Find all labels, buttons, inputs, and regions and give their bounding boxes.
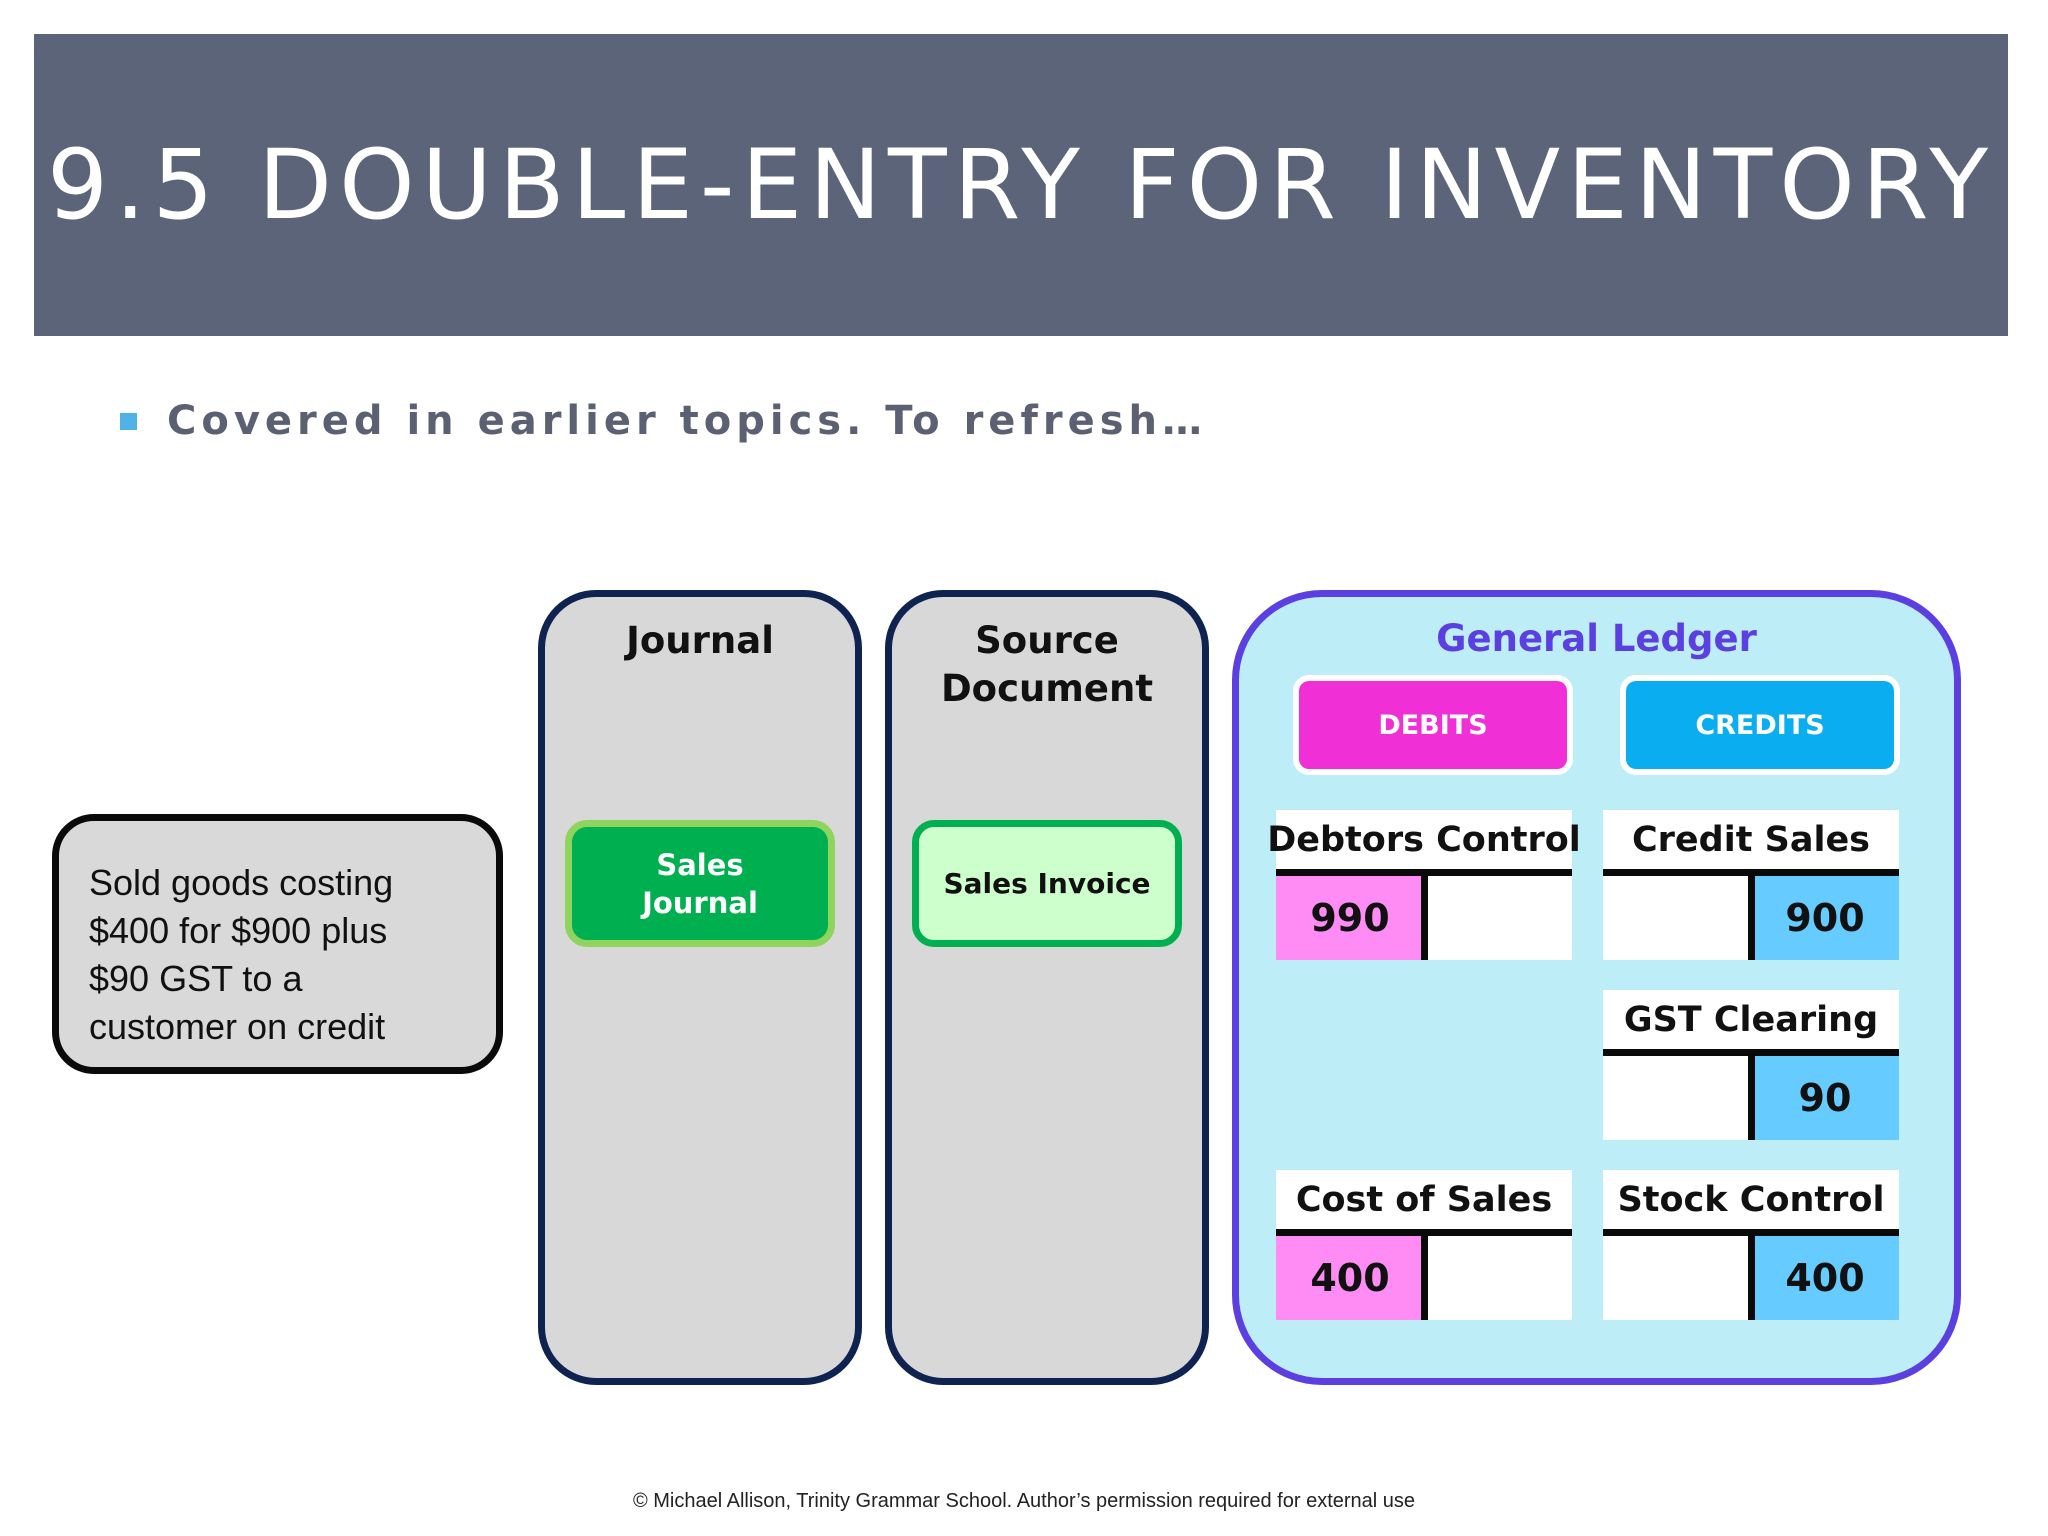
source-document-column: Source Document Sales Invoice (885, 590, 1209, 1385)
general-ledger-title: General Ledger (1436, 617, 1757, 660)
sales-invoice-box: Sales Invoice (912, 820, 1182, 947)
t-account-name: Credit Sales (1603, 810, 1899, 876)
bullet-square-icon (120, 412, 137, 430)
debits-label: DEBITS (1299, 681, 1567, 769)
t-account-divider (1748, 876, 1755, 960)
journal-column-title: Journal (626, 619, 774, 662)
sales-journal-box: Sales Journal (565, 820, 835, 947)
t-account-debit (1603, 1056, 1751, 1140)
t-account-stock-control: Stock Control 400 (1603, 1170, 1899, 1320)
sales-invoice-label: Sales Invoice (943, 867, 1151, 900)
t-account-credit: 400 (1751, 1236, 1899, 1320)
t-account-credit (1424, 876, 1572, 960)
journal-column: Journal Sales Journal (538, 590, 862, 1385)
sales-journal-label: Sales Journal (642, 847, 758, 920)
t-account-credit: 900 (1751, 876, 1899, 960)
scenario-text: Sold goods costing $400 for $900 plus $9… (89, 862, 394, 1047)
copyright-footer: © Michael Allison, Trinity Grammar Schoo… (632, 1490, 1416, 1512)
slide-title: 9.5 DOUBLE-ENTRY FOR INVENTORY (46, 129, 1996, 241)
source-document-title-text: Source Document (940, 619, 1154, 710)
t-account-debit (1603, 876, 1751, 960)
t-account-cost-of-sales: Cost of Sales 400 (1276, 1170, 1572, 1320)
t-account-credit: 90 (1751, 1056, 1899, 1140)
scenario-box: Sold goods costing $400 for $900 plus $9… (52, 814, 503, 1074)
source-document-title: Source Document (892, 617, 1202, 713)
t-account-divider (1748, 1056, 1755, 1140)
t-account-debtors-control: Debtors Control 990 (1267, 810, 1581, 960)
credits-label-box: CREDITS (1620, 675, 1900, 775)
t-account-credit (1424, 1236, 1572, 1320)
t-account-debit (1603, 1236, 1751, 1320)
t-account-name: Stock Control (1603, 1170, 1899, 1236)
t-account-credit-sales: Credit Sales 900 (1603, 810, 1899, 960)
general-ledger-panel: General Ledger DEBITS CREDITS Debtors Co… (1232, 590, 1961, 1385)
t-account-gst-clearing: GST Clearing 90 (1603, 990, 1899, 1140)
t-account-name: Debtors Control (1267, 810, 1581, 876)
debits-label-box: DEBITS (1293, 675, 1573, 775)
t-account-name: Cost of Sales (1276, 1170, 1572, 1236)
title-bar: 9.5 DOUBLE-ENTRY FOR INVENTORY (34, 34, 2008, 336)
t-account-name: GST Clearing (1603, 990, 1899, 1056)
t-account-debit: 990 (1276, 876, 1424, 960)
t-account-debit: 400 (1276, 1236, 1424, 1320)
bullet-text: Covered in earlier topics. To refresh… (167, 398, 1207, 444)
t-account-divider (1421, 876, 1428, 960)
credits-label: CREDITS (1626, 681, 1894, 769)
t-account-divider (1421, 1236, 1428, 1320)
bullet-item: Covered in earlier topics. To refresh… (120, 398, 1207, 444)
t-account-divider (1748, 1236, 1755, 1320)
